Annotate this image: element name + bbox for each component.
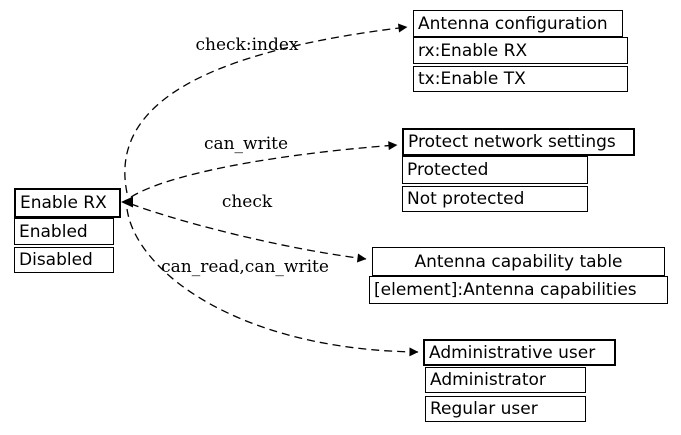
node-row: tx:Enable TX [413, 66, 628, 92]
node-title: Administrative user [423, 339, 616, 366]
edge-label-can-write: can_write [203, 134, 289, 154]
node-row: Disabled [14, 247, 114, 273]
node-title: Antenna capability table [372, 247, 665, 276]
source-arrowhead-icon [121, 196, 133, 208]
edge-label-can-read-can-write: can_read,can_write [161, 257, 329, 277]
node-row: rx:Enable RX [413, 37, 628, 64]
edge-can-write [130, 141, 398, 198]
edge-check-index [124, 23, 408, 194]
node-title: Enable RX [14, 188, 121, 218]
node-row: [element]:Antenna capabilities [369, 276, 668, 304]
node-title: Antenna configuration [413, 10, 623, 37]
node-row: Regular user [425, 396, 586, 422]
edge-label-check-index: check:index [195, 35, 299, 55]
node-row: Not protected [402, 186, 588, 212]
node-title: Protect network settings [402, 128, 635, 156]
edge-can-read-can-write [126, 208, 419, 357]
node-row: Protected [402, 156, 588, 184]
node-row: Enabled [14, 218, 114, 245]
edge-check [130, 203, 367, 263]
node-row: Administrator [425, 367, 586, 393]
edge-label-check: check [221, 192, 273, 212]
